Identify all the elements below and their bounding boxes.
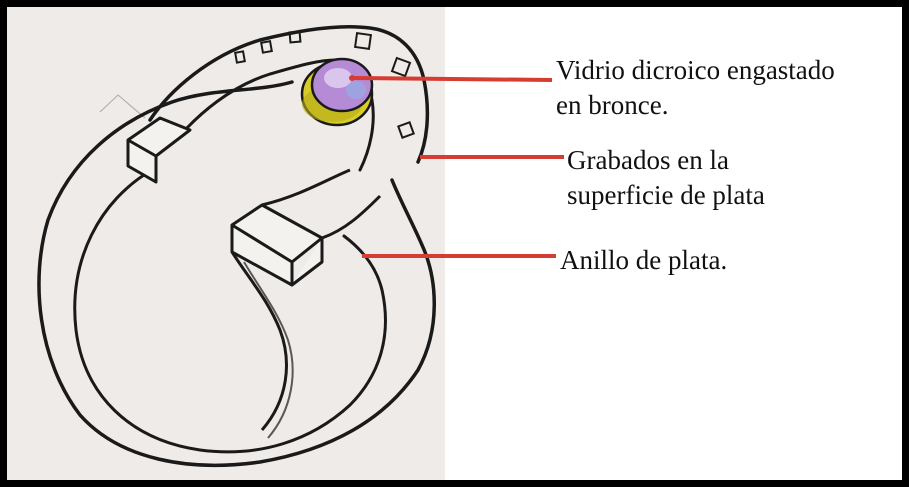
label-anillo-de-plata: Anillo de plata.	[560, 243, 880, 278]
label-grabados: Grabados en la superficie de plata	[567, 143, 887, 213]
leader-line-vidrio	[352, 78, 552, 80]
glass-blue-tint	[346, 81, 366, 99]
label-vidrio-dicroico: Vidrio dicroico engastado en bronce.	[556, 53, 901, 123]
